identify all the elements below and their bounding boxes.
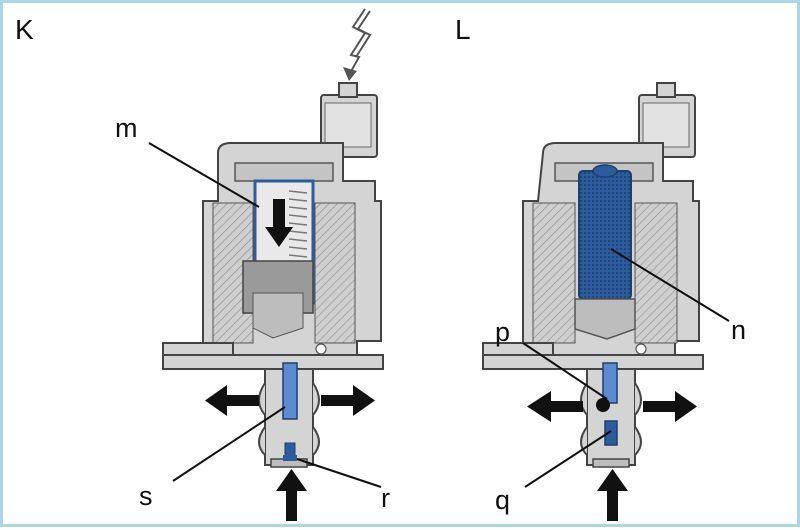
leader-line-s xyxy=(172,406,286,482)
flow-arrow-up-k xyxy=(276,469,307,521)
callout-label-p: p xyxy=(495,317,510,347)
panel-label-k: K xyxy=(15,14,34,45)
flow-arrow-left-k xyxy=(205,385,259,416)
panel-k: K xyxy=(15,8,390,521)
leader-line-m xyxy=(148,142,260,208)
connector-l xyxy=(638,82,696,158)
panel-l: L xyxy=(455,14,746,521)
leader-line-q xyxy=(524,430,612,488)
leader-line-p xyxy=(522,342,608,400)
callout-label-s: s xyxy=(139,481,153,511)
solenoid-housing-k xyxy=(162,142,384,370)
callout-label-m: m xyxy=(115,113,138,143)
solenoid-housing-l xyxy=(482,142,704,370)
callout-label-q: q xyxy=(495,485,510,515)
callout-label-r: r xyxy=(381,483,390,513)
flow-arrow-left-l xyxy=(527,391,583,422)
flow-arrow-up-l xyxy=(597,469,628,521)
connector-k xyxy=(320,82,378,158)
flow-arrow-right-l xyxy=(643,391,697,422)
panel-label-l: L xyxy=(455,14,471,45)
valve-diagram: K xyxy=(15,8,746,521)
flow-arrow-right-k xyxy=(321,385,375,416)
leader-line-n xyxy=(610,248,730,322)
valve-body-l xyxy=(580,362,642,468)
valve-body-k xyxy=(258,362,320,468)
callout-label-n: n xyxy=(731,315,746,345)
leader-line-r xyxy=(296,458,382,488)
lightning-icon xyxy=(343,8,372,81)
